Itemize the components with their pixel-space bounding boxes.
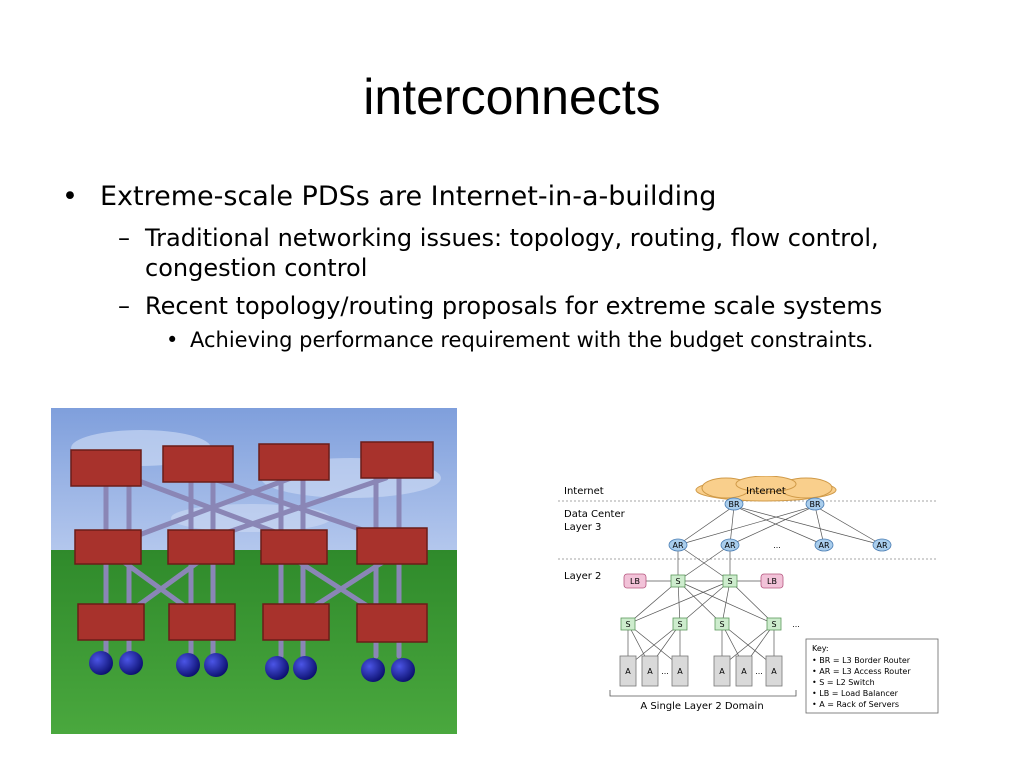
svg-text:BR: BR [728, 500, 739, 509]
svg-text:LB: LB [767, 577, 777, 586]
layer-label-datacenter-2: Layer 3 [564, 522, 601, 533]
svg-text:S: S [625, 620, 630, 629]
svg-text:AR: AR [876, 541, 887, 550]
bullet-3-text: Recent topology/routing proposals for ex… [145, 292, 883, 320]
key-item-br: • BR = L3 Border Router [812, 656, 911, 665]
svg-text:S: S [727, 577, 732, 586]
key-item-s: • S = L2 Switch [812, 678, 875, 687]
svg-text:AR: AR [672, 541, 683, 550]
layer-label-datacenter-1: Data Center [564, 509, 626, 520]
access-router-ar-3: AR [814, 538, 834, 552]
l2-switch-access-1: S [620, 617, 636, 631]
key-item-ar: • AR = L3 Access Router [812, 667, 911, 676]
rack-label-1: A [625, 667, 631, 676]
ar-ellipsis: ... [773, 541, 781, 550]
rack-ellipsis-2: ... [755, 667, 763, 676]
server-racks [619, 655, 783, 687]
svg-text:LB: LB [630, 577, 640, 586]
access-router-ar-2: AR [720, 538, 740, 552]
border-router-br-2: BR [805, 497, 825, 511]
svg-text:AR: AR [818, 541, 829, 550]
datacenter-diagram: Internet Data Center Layer 3 Layer 2 Int… [558, 476, 939, 714]
render-router-boxes [70, 441, 434, 643]
svg-text:S: S [719, 620, 724, 629]
bullet-2-marker: – [118, 224, 130, 252]
diagram-key: Key: • BR = L3 Border Router • AR = L3 A… [805, 638, 939, 714]
bullet-3-marker: – [118, 292, 130, 320]
l2-switch-access-3: S [714, 617, 730, 631]
cloud-label: Internet [746, 486, 786, 497]
bullet-2-text-line-2: congestion control [145, 254, 368, 282]
rack-label-5: A [741, 667, 747, 676]
l2-switch-agg-1: S [670, 574, 686, 588]
access-router-ar-4: AR [872, 538, 892, 552]
switch-ellipsis: ... [792, 620, 800, 629]
l2-switch-access-4: S [766, 617, 782, 631]
internet-cloud [695, 476, 837, 502]
l2-switch-agg-2: S [722, 574, 738, 588]
slide-title: interconnects [363, 69, 661, 125]
load-balancer-1: LB [623, 573, 647, 589]
svg-text:AR: AR [724, 541, 735, 550]
svg-text:S: S [677, 620, 682, 629]
domain-label: A Single Layer 2 Domain [640, 701, 763, 712]
key-item-a: • A = Rack of Servers [812, 700, 899, 709]
network-render-image [51, 408, 457, 734]
rack-label-3: A [677, 667, 683, 676]
domain-bracket [609, 690, 797, 697]
rack-label-2: A [647, 667, 653, 676]
l2-switch-access-2: S [672, 617, 688, 631]
diagram-links [627, 505, 883, 667]
border-router-br-1: BR [724, 497, 744, 511]
bullet-4-text: Achieving performance requirement with t… [190, 328, 874, 352]
access-router-ar-1: AR [668, 538, 688, 552]
layer-label-internet: Internet [564, 486, 604, 497]
bullet-1-text: Extreme-scale PDSs are Internet-in-a-bui… [100, 181, 717, 212]
key-item-lb: • LB = Load Balancer [812, 689, 899, 698]
bullet-2-text-line-1: Traditional networking issues: topology,… [145, 224, 879, 252]
rack-label-6: A [771, 667, 777, 676]
rack-label-4: A [719, 667, 725, 676]
rack-ellipsis-1: ... [661, 667, 669, 676]
load-balancer-2: LB [760, 573, 784, 589]
render-processor-nodes [89, 651, 415, 682]
svg-text:BR: BR [809, 500, 820, 509]
bullet-4-marker: • [166, 328, 179, 352]
svg-text:S: S [771, 620, 776, 629]
svg-text:S: S [675, 577, 680, 586]
key-title: Key: [812, 644, 829, 653]
layer-label-layer2: Layer 2 [564, 571, 601, 582]
bullet-1-marker: • [62, 181, 78, 212]
